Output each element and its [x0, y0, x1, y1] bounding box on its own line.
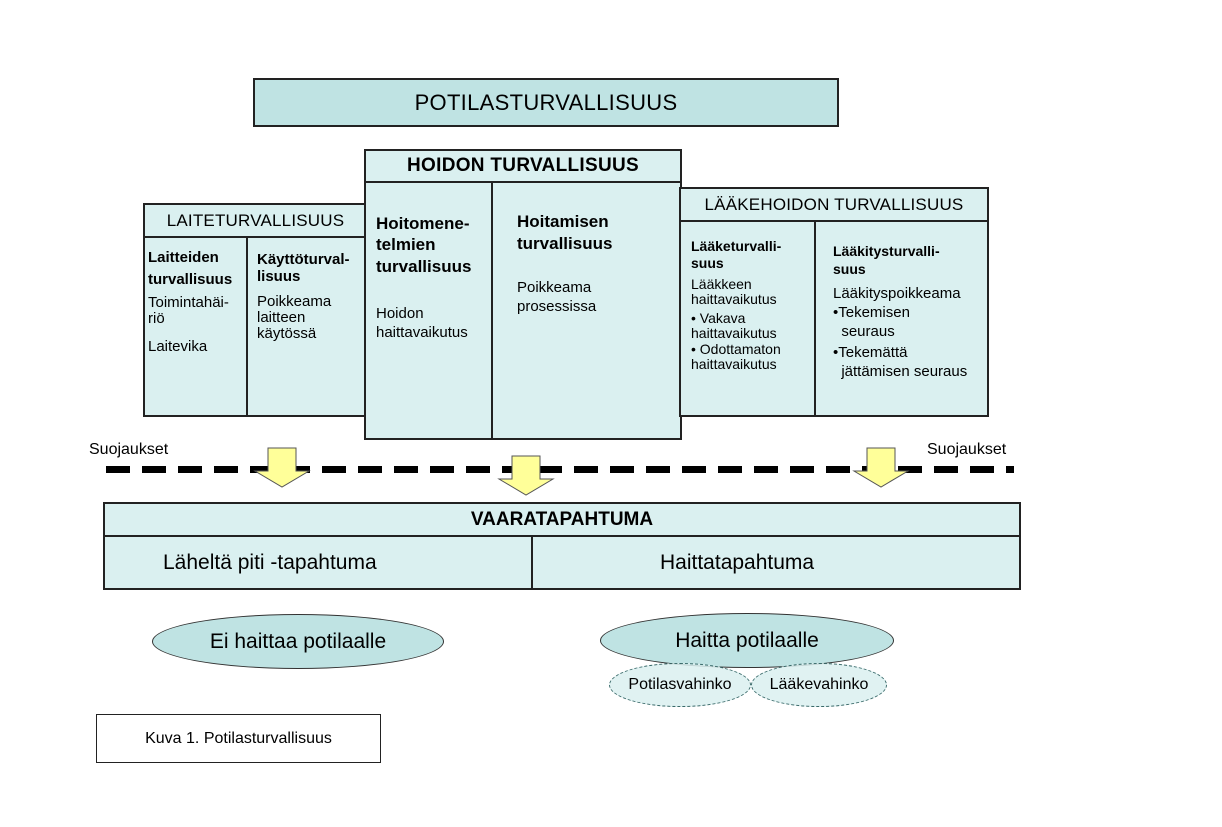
outcome-no-harm-ellipse: Ei haittaa potilaalle: [152, 614, 444, 669]
barrier-dashed-line: [106, 466, 1014, 473]
outcome-harm-ellipse: Haitta potilaalle: [600, 613, 894, 668]
hoidon-box: HOIDON TURVALLISUUS Hoitomene- telmien t…: [364, 149, 682, 440]
laake-col2-item2: •Tekemisen seuraus: [833, 304, 910, 340]
hoidon-col1-item1: Hoidon haittavaikutus: [376, 305, 468, 341]
laite-col1-item2: Laitevika: [148, 338, 208, 355]
outcome-harm-label: Haitta potilaalle: [675, 628, 819, 652]
down-arrow-icon: [253, 447, 311, 488]
laite-box: LAITETURVALLISUUS Laitteiden turvallisuu…: [143, 203, 368, 417]
hoidon-header: HOIDON TURVALLISUUS: [366, 151, 680, 183]
sub-outcome-laakevahinko: Lääkevahinko: [751, 663, 887, 707]
laake-box: LÄÄKEHOIDON TURVALLISUUS Lääketurvalli- …: [679, 187, 989, 417]
sub-outcome-potilasvahinko-label: Potilasvahinko: [628, 676, 732, 693]
hoidon-col2-item1: Poikkeama prosessissa: [517, 279, 597, 315]
sub-outcome-laakevahinko-label: Lääkevahinko: [769, 676, 869, 693]
outcome-no-harm-label: Ei haittaa potilaalle: [209, 629, 387, 653]
laake-col1-title: Lääketurvalli- suus: [691, 238, 782, 271]
laake-col2-item1: Lääkityspoikkeama: [833, 285, 961, 302]
sub-outcome-potilasvahinko: Potilasvahinko: [609, 663, 751, 707]
suojaukset-label-right: Suojaukset: [927, 441, 1007, 458]
laite-col2-title: Käyttöturval- lisuus: [257, 251, 350, 286]
laake-header: LÄÄKEHOIDON TURVALLISUUS: [681, 189, 987, 222]
hoidon-col2-title: Hoitamisen turvallisuus: [517, 212, 613, 254]
laake-col1-item1: Lääkkeen haittavaikutus: [691, 276, 777, 308]
vaara-right-cell: Haittatapahtuma: [660, 550, 815, 574]
hoidon-divider: [491, 183, 493, 438]
vaara-left-cell: Läheltä piti -tapahtuma: [163, 550, 377, 574]
laake-col1-item2: • Vakava haittavaikutus: [691, 310, 777, 342]
down-arrow-icon: [497, 455, 555, 496]
laake-divider: [814, 222, 816, 415]
laite-header: LAITETURVALLISUUS: [145, 205, 366, 238]
down-arrow-icon: [852, 447, 910, 488]
vaara-divider: [531, 537, 533, 588]
laake-col1-item3: • Odottamaton haittavaikutus: [691, 341, 781, 373]
hoidon-col1-title: Hoitomene- telmien turvallisuus: [376, 214, 472, 276]
suojaukset-label-left: Suojaukset: [89, 441, 169, 458]
diagram-title: POTILASTURVALLISUUS: [414, 89, 678, 115]
laake-col2-item3: •Tekemättä jättämisen seuraus: [833, 344, 968, 380]
laite-col1-item1: Toimintahäi- riö: [148, 294, 229, 327]
laite-col1-title: Laitteiden turvallisuus: [148, 249, 233, 288]
figure-caption-box: Kuva 1. Potilasturvallisuus: [96, 714, 381, 763]
vaara-box: VAARATAPAHTUMA Läheltä piti -tapahtuma H…: [103, 502, 1021, 590]
laite-divider: [246, 238, 248, 415]
laake-col2-title: Lääkitysturvalli- suus: [833, 243, 940, 277]
laite-col2-item1: Poikkeama laitteen käytössä: [257, 293, 332, 342]
vaara-header: VAARATAPAHTUMA: [105, 504, 1019, 537]
title-box: POTILASTURVALLISUUS: [253, 78, 839, 127]
figure-caption: Kuva 1. Potilasturvallisuus: [145, 729, 332, 747]
